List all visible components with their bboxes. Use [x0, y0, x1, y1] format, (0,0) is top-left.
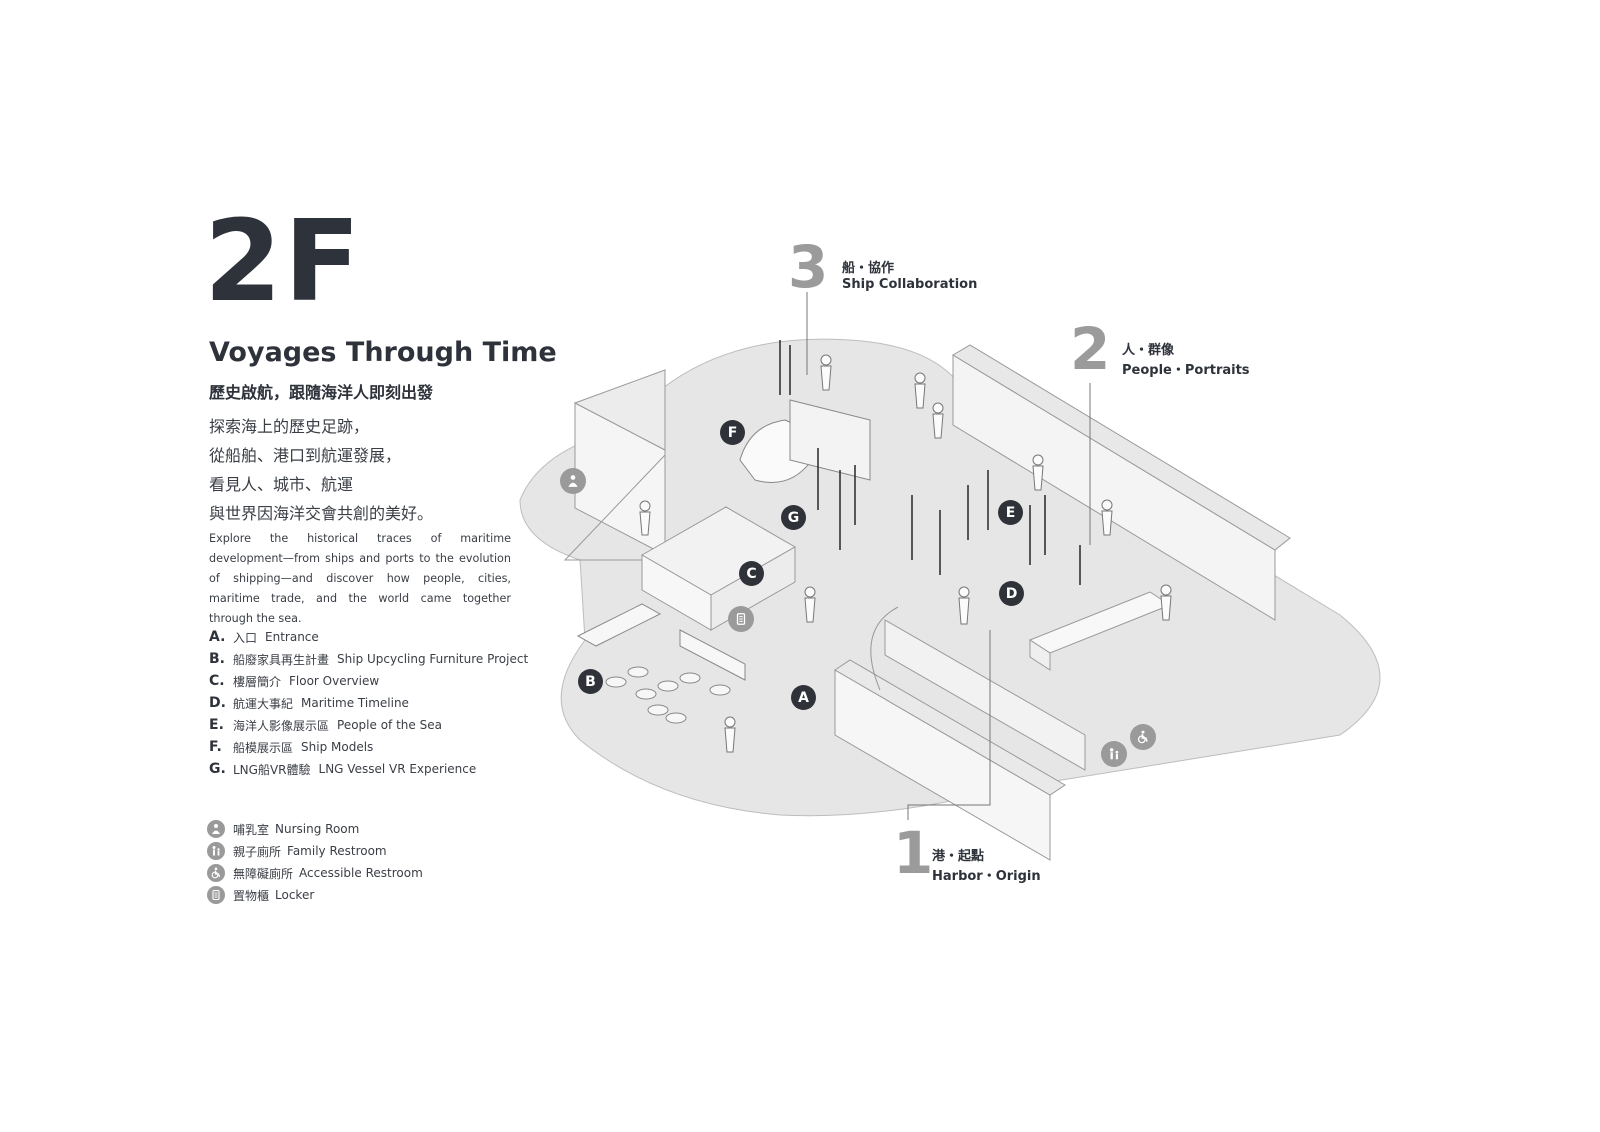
amenity-item-locker: 置物櫃 Locker: [207, 884, 423, 906]
zone-legend: A. 入口 Entrance B. 船廢家具再生計畫 Ship Upcyclin…: [209, 626, 528, 780]
zone-item-timeline: D. 航運大事紀 Maritime Timeline: [209, 692, 528, 714]
section-leaders: [806, 292, 1091, 820]
section-title-en-3: Ship Collaboration: [842, 277, 978, 292]
nursing-room-icon: [207, 820, 225, 838]
section-title-en-2: People・Portraits: [1122, 363, 1250, 378]
page-subtitle: 歷史啟航，跟隨海洋人即刻出發: [209, 383, 434, 402]
section-number-3: 3: [788, 233, 829, 301]
zone-item-ship-models: F. 船模展示區 Ship Models: [209, 736, 528, 758]
zone-name-zh: LNG船VR體驗: [233, 762, 311, 777]
section-title-zh-3: 船・協作: [842, 261, 895, 276]
zone-name-en: Entrance: [265, 630, 319, 644]
amenity-name-zh: 親子廁所: [233, 844, 282, 859]
intro-chinese: 探索海上的歷史足跡， 從船舶、港口到航運發展， 看見人、城市、航運 與世界因海洋…: [209, 412, 433, 528]
zone-name-en: Ship Models: [301, 740, 374, 754]
wall-right-people: [952, 344, 1291, 621]
amenity-name-zh: 置物櫃: [233, 888, 270, 903]
section-title-en-1: Harbor・Origin: [932, 869, 1041, 884]
zone-letter: E.: [209, 717, 224, 733]
zone-letter: D.: [209, 695, 226, 711]
zone-letter: B.: [209, 651, 225, 667]
zone-letter: C.: [209, 673, 225, 689]
zone-name-en: People of the Sea: [337, 718, 442, 732]
zone-name-en: Maritime Timeline: [301, 696, 409, 710]
map-pin-a[interactable]: A: [791, 685, 816, 710]
floor-plan-map: [519, 292, 1381, 861]
ship-model-dome: [739, 399, 871, 483]
page-title: Voyages Through Time: [209, 337, 557, 368]
zone-name-zh: 海洋人影像展示區: [233, 718, 330, 733]
accessible-restroom-icon: [207, 864, 225, 882]
panel-overview: [640, 506, 797, 631]
map-pin-d[interactable]: D: [999, 581, 1024, 606]
zone-name-zh: 船廢家具再生計畫: [233, 652, 330, 667]
floor-code: 2F: [204, 197, 363, 327]
amenity-name-en: Nursing Room: [275, 822, 360, 836]
floor-slab: [519, 338, 1381, 817]
amenity-item-accessible: 無障礙廁所 Accessible Restroom: [207, 862, 423, 884]
intro-english: Explore the historical traces of maritim…: [209, 532, 511, 625]
intro-line: 從船舶、港口到航運發展，: [209, 446, 402, 465]
family-restroom-icon: [207, 842, 225, 860]
visitor-figures: [639, 354, 1172, 753]
amenity-name-en: Family Restroom: [287, 844, 387, 858]
map-pin-b[interactable]: B: [578, 669, 603, 694]
zone-item-overview: C. 樓層簡介 Floor Overview: [209, 670, 528, 692]
amenity-name-en: Accessible Restroom: [299, 866, 423, 880]
intro-line: 與世界因海洋交會共創的美好。: [209, 504, 434, 523]
entrance-partition: [834, 619, 1086, 861]
section-number-1: 1: [893, 819, 934, 887]
amenity-legend: 哺乳室 Nursing Room 親子廁所 Family Restroom 無障…: [207, 818, 423, 906]
intro-line: 看見人、城市、航運: [209, 475, 354, 494]
zone-name-zh: 入口: [233, 630, 258, 645]
nursing-room-icon[interactable]: [560, 468, 586, 494]
zone-name-en: Floor Overview: [289, 674, 380, 688]
zone-item-entrance: A. 入口 Entrance: [209, 626, 528, 648]
door-arc: [870, 606, 899, 691]
amenity-name-en: Locker: [275, 888, 315, 902]
zone-name-zh: 船模展示區: [233, 740, 294, 755]
zone-item-people: E. 海洋人影像展示區 People of the Sea: [209, 714, 528, 736]
section-number-2: 2: [1070, 315, 1111, 383]
zone-name-zh: 樓層簡介: [233, 674, 282, 689]
zone-letter: G.: [209, 761, 226, 777]
map-pin-c[interactable]: C: [739, 561, 764, 586]
amenity-name-zh: 哺乳室: [233, 822, 270, 837]
map-pin-g[interactable]: G: [781, 505, 806, 530]
map-pin-e[interactable]: E: [998, 500, 1023, 525]
amenity-item-nursing: 哺乳室 Nursing Room: [207, 818, 423, 840]
display-poles: [779, 340, 1081, 585]
amenity-item-family-restroom: 親子廁所 Family Restroom: [207, 840, 423, 862]
intro-line: 探索海上的歷史足跡，: [209, 417, 370, 436]
zone-letter: A.: [209, 629, 226, 645]
zone-item-upcycling: B. 船廢家具再生計畫 Ship Upcycling Furniture Pro…: [209, 648, 528, 670]
amenity-name-zh: 無障礙廁所: [233, 866, 294, 881]
zone-item-vr: G. LNG船VR體驗 LNG Vessel VR Experience: [209, 758, 528, 780]
section-title-zh-2: 人・群像: [1122, 343, 1175, 358]
zone-name-en: Ship Upcycling Furniture Project: [337, 652, 529, 666]
zone-name-zh: 航運大事紀: [233, 696, 294, 711]
accessible-restroom-icon[interactable]: [1130, 724, 1156, 750]
furniture-seating: [576, 603, 746, 724]
zone-letter: F.: [209, 739, 222, 755]
locker-icon[interactable]: [728, 606, 754, 632]
zone-name-en: LNG Vessel VR Experience: [318, 762, 477, 776]
locker-icon: [207, 886, 225, 904]
map-pin-f[interactable]: F: [720, 420, 745, 445]
section-title-zh-1: 港・起點: [932, 849, 985, 864]
family-restroom-icon[interactable]: [1101, 741, 1127, 767]
